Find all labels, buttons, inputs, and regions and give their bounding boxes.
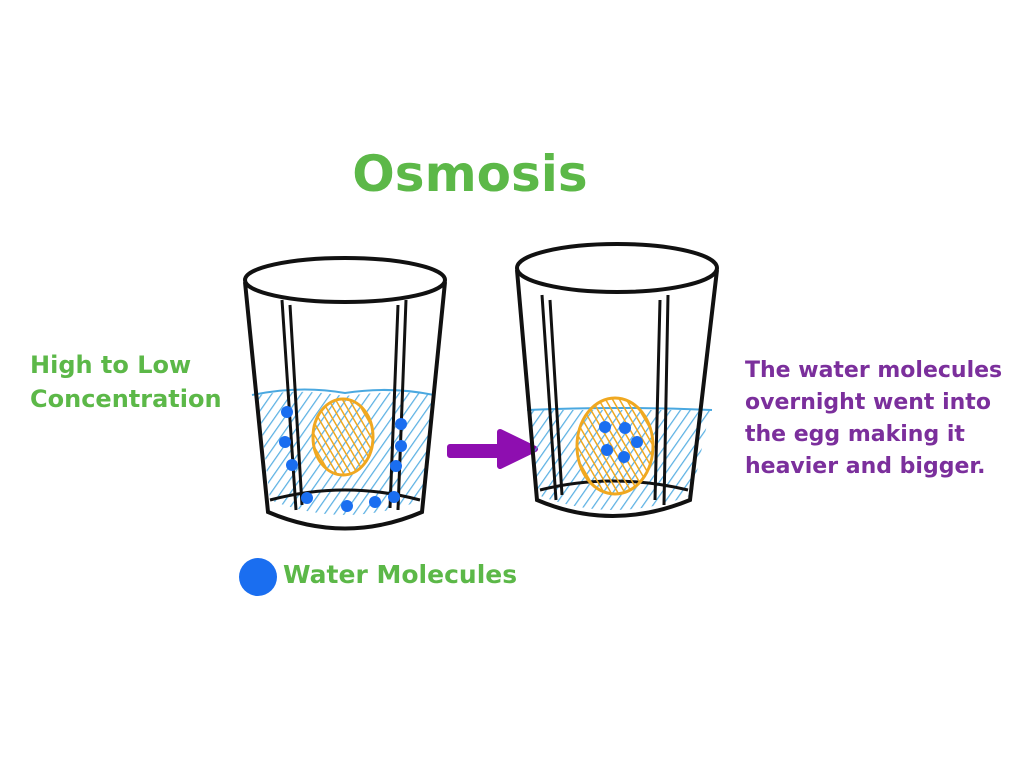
note-line: The water molecules	[745, 358, 1003, 383]
left-water-molecules	[279, 406, 407, 512]
left-glass	[243, 256, 447, 531]
note-line: heavier and bigger.	[745, 454, 986, 479]
label-line: High to Low	[30, 351, 192, 379]
left-egg	[311, 397, 375, 477]
note-line: the egg making it	[745, 422, 965, 447]
note-line: overnight went into	[745, 390, 991, 415]
label-line: Concentration	[30, 385, 222, 413]
legend-label: Water Molecules	[283, 560, 518, 589]
right-egg	[575, 396, 655, 496]
right-glass	[515, 242, 719, 518]
right-water-molecules	[599, 421, 643, 463]
page-title: Osmosis	[352, 145, 588, 203]
concentration-label: High to Low Concentration	[30, 348, 222, 416]
explanation-note: The water molecules overnight went into …	[745, 355, 1002, 483]
arrow-icon	[447, 429, 538, 469]
legend-dot-icon	[239, 558, 277, 596]
